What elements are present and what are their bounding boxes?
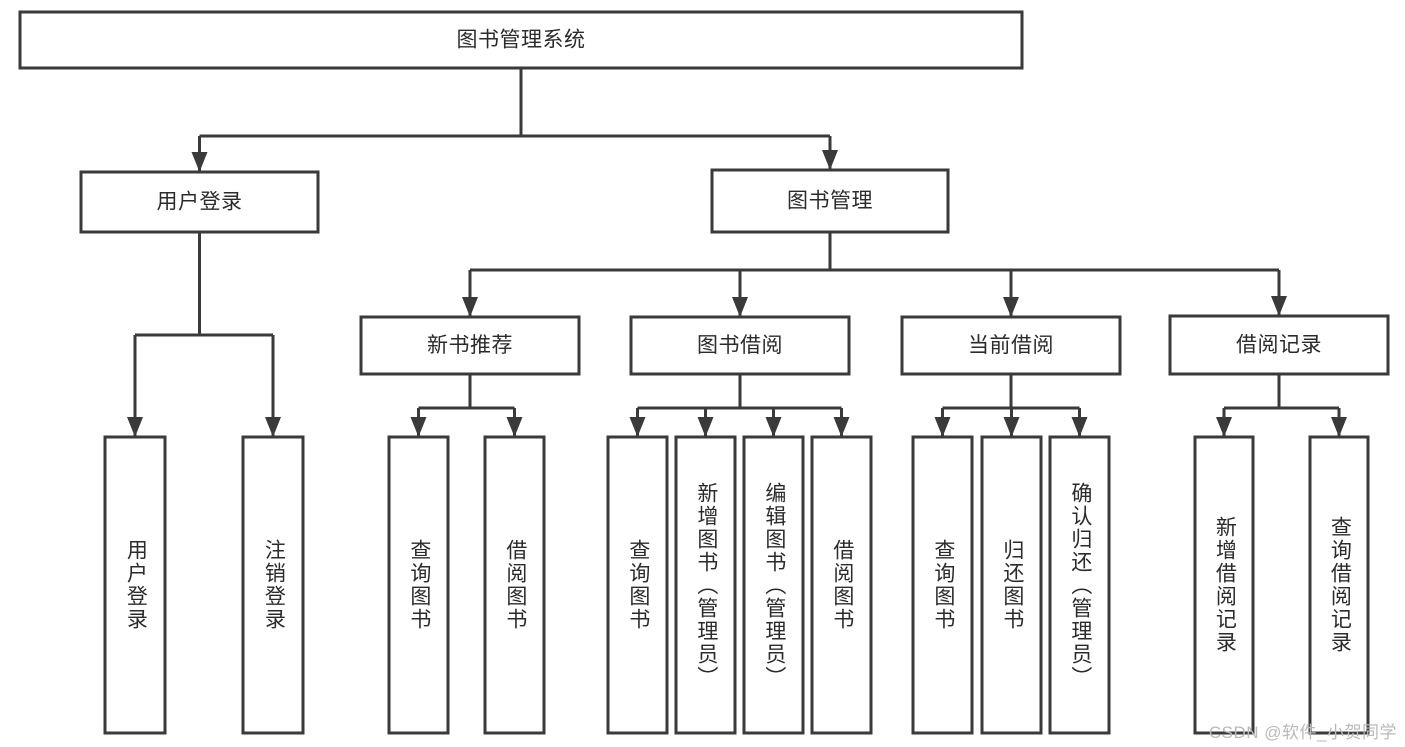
node-box-user-login[interactable] — [79, 170, 320, 234]
node-label-current-borrow: 当前借阅 — [968, 334, 1054, 357]
connector-arrowhead — [506, 417, 523, 437]
connector-arrowhead — [1331, 417, 1347, 437]
node-box-l-borrow-book-2[interactable] — [810, 435, 873, 735]
connector-arrowhead — [697, 417, 714, 437]
node-box-l-query-book-3[interactable] — [911, 435, 974, 735]
connector-arrowhead — [191, 152, 208, 172]
node-box-current-borrow[interactable] — [900, 315, 1122, 376]
connector-arrowhead — [732, 297, 748, 317]
connector-arrowhead — [1071, 417, 1088, 437]
node-label-book-borrow: 图书借阅 — [697, 334, 783, 357]
connector-arrowhead — [822, 150, 838, 170]
node-label-root: 图书管理系统 — [457, 29, 586, 52]
node-label-borrow-record: 借阅记录 — [1236, 334, 1322, 357]
node-box-l-query-book-1[interactable] — [387, 435, 450, 735]
node-box-l-edit-book[interactable] — [742, 435, 805, 735]
connector-arrowhead — [1271, 296, 1287, 316]
node-box-borrow-record[interactable] — [1168, 314, 1390, 376]
connector-arrowhead — [127, 417, 143, 437]
node-box-l-add-record[interactable] — [1193, 435, 1255, 735]
connector-arrowhead — [629, 417, 646, 437]
node-box-leaf-user-login[interactable] — [103, 435, 167, 735]
node-box-l-return-book[interactable] — [980, 435, 1043, 735]
node-box-root[interactable] — [18, 10, 1024, 70]
node-label-user-login: 用户登录 — [157, 191, 243, 214]
node-box-new-book-rec[interactable] — [359, 315, 581, 376]
node-box-l-borrow-book-1[interactable] — [483, 435, 546, 735]
connector-arrowhead — [1003, 297, 1019, 317]
node-box-l-add-book[interactable] — [674, 435, 737, 735]
csdn-watermark: CSDN @软件_小贺同学 — [1208, 723, 1397, 742]
node-box-l-query-book-2[interactable] — [606, 435, 669, 735]
connector-arrowhead — [934, 417, 951, 437]
connector-arrowhead — [410, 417, 427, 437]
connector-arrowhead — [462, 297, 478, 317]
connector-arrowhead — [265, 417, 281, 437]
connector-arrowhead — [765, 417, 782, 437]
connector-arrowhead — [1216, 417, 1232, 437]
node-label-book-manage: 图书管理 — [787, 190, 873, 213]
node-box-l-query-record[interactable] — [1308, 435, 1370, 735]
connector-arrowhead — [1003, 417, 1020, 437]
node-label-new-book-rec: 新书推荐 — [427, 334, 513, 357]
node-box-book-borrow[interactable] — [629, 315, 851, 376]
node-box-leaf-user-logout[interactable] — [241, 435, 305, 735]
node-box-l-confirm-return[interactable] — [1048, 435, 1111, 735]
node-box-book-manage[interactable] — [710, 168, 950, 234]
connector-arrowhead — [833, 417, 850, 437]
